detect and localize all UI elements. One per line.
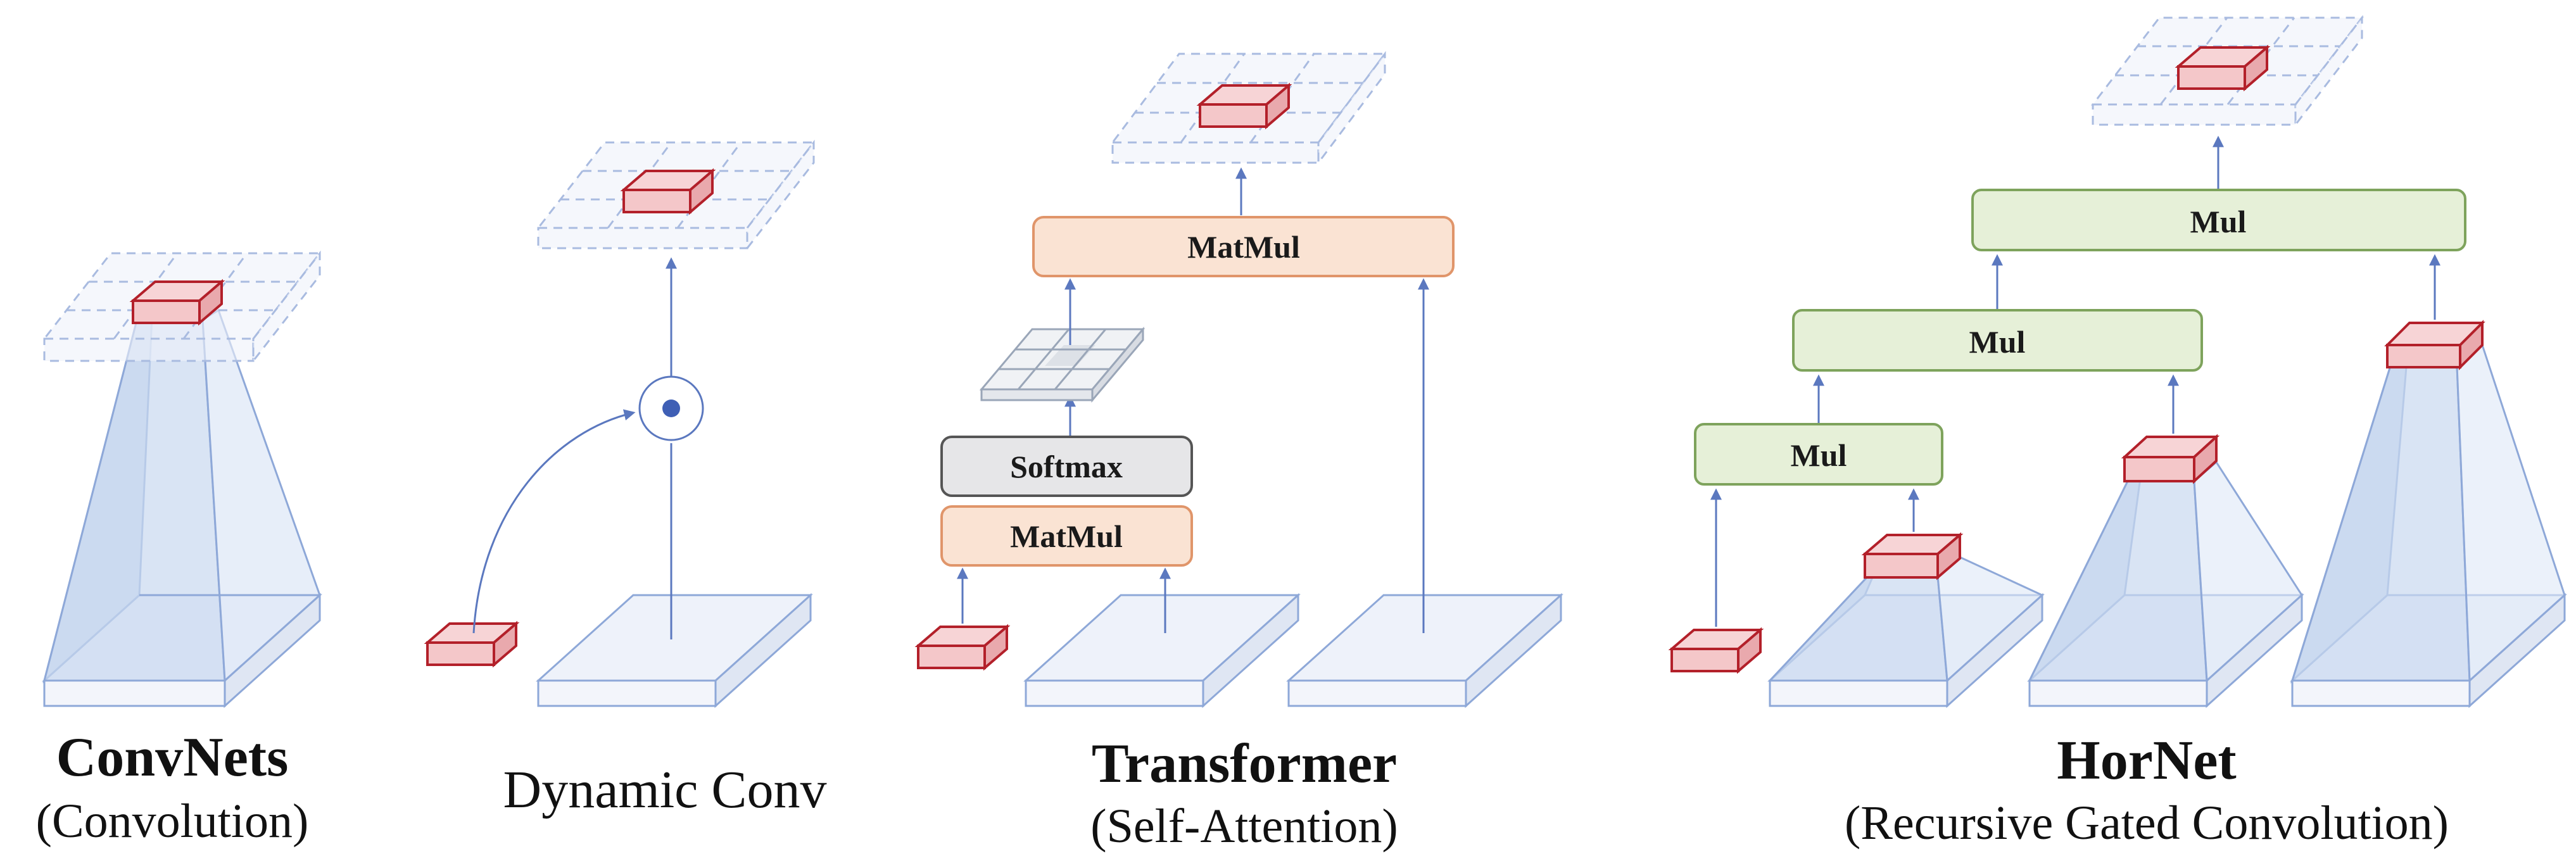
mul-box-3: Mul [1971, 189, 2466, 251]
gated-cube-2 [2121, 434, 2220, 484]
matmul-bottom-label: MatMul [1010, 519, 1123, 554]
output-token-cube [129, 279, 225, 326]
softmax-label: Softmax [1010, 449, 1123, 484]
panel-hornet: Mul Mul [1668, 15, 2567, 850]
mul-1-label: Mul [1791, 437, 1847, 473]
dynamic-conv-title: Dynamic Conv [503, 760, 827, 819]
matmul-top-label: MatMul [1187, 229, 1300, 265]
panel-transformer: MatMul Softmax MatMul [914, 51, 1563, 853]
output-token-cube [1196, 82, 1292, 130]
convnets-subtitle: (Convolution) [36, 795, 309, 848]
receptive-field-cone [42, 308, 321, 684]
feature-slab-1 [1767, 556, 2045, 708]
softmax-box: Softmax [940, 436, 1193, 497]
dot-operator-icon [638, 375, 704, 441]
input-cube [1668, 627, 1764, 674]
input-feature-slab [536, 593, 813, 708]
mul-3-label: Mul [2190, 204, 2247, 239]
matmul-top-box: MatMul [1032, 216, 1455, 277]
transformer-subtitle: (Self-Attention) [1090, 800, 1398, 853]
feature-slab-2 [2027, 460, 2304, 708]
dynamic-weight-cube [424, 620, 520, 668]
query-cube [914, 624, 1011, 671]
key-feature-slab [1023, 593, 1301, 708]
attention-matrix [979, 326, 1146, 403]
matmul-bottom-box: MatMul [940, 505, 1193, 567]
convnets-title: ConvNets [56, 727, 289, 788]
mul-box-2: Mul [1792, 309, 2203, 372]
weight-to-operator-arrow [472, 409, 636, 634]
value-feature-slab [1286, 593, 1563, 708]
mul-box-1: Mul [1694, 423, 1943, 486]
gated-cube-1 [1861, 532, 1964, 581]
hornet-subtitle: (Recursive Gated Convolution) [1845, 796, 2449, 850]
panel-dynamic-conv: Dynamic Conv [424, 139, 827, 819]
panel-convnets: ConvNets (Convolution) [36, 250, 322, 848]
hornet-title: HorNet [2057, 730, 2236, 791]
output-token-cube [620, 168, 716, 215]
transformer-title: Transformer [1092, 733, 1397, 795]
feature-slab-3 [2290, 343, 2567, 708]
gated-cube-3 [2384, 320, 2485, 370]
mul-2-label: Mul [1969, 324, 2026, 360]
output-token-cube [2175, 44, 2271, 92]
